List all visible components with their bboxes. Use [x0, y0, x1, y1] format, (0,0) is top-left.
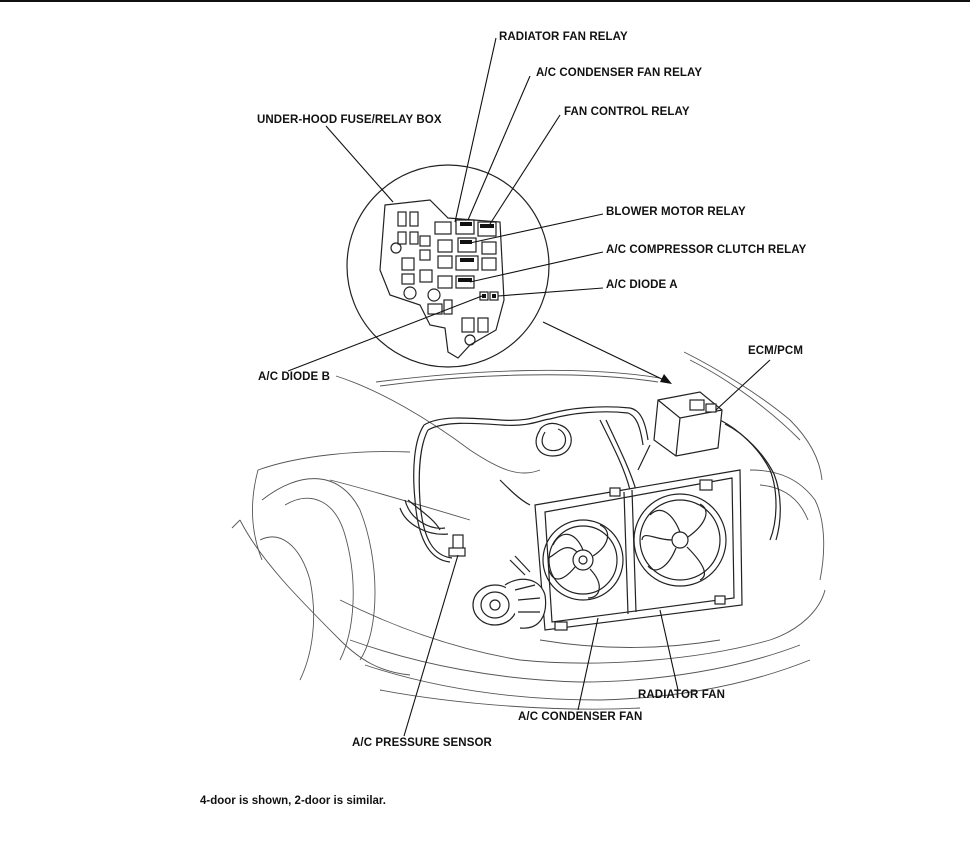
top-border: [0, 0, 970, 2]
ac-compressor: [472, 555, 547, 629]
hose: [399, 507, 449, 535]
fuse-box-magnifier: [346, 164, 550, 368]
label-ac-compressor-clutch-relay: A/C COMPRESSOR CLUTCH RELAY: [606, 244, 807, 256]
leader-lines: [287, 37, 771, 737]
label-under-hood-fuse-relay-box: UNDER-HOOD FUSE/RELAY BOX: [257, 114, 442, 126]
footnote: 4-door is shown, 2-door is similar.: [200, 795, 386, 807]
label-radiator-fan-relay: RADIATOR FAN RELAY: [499, 31, 628, 43]
hose: [404, 499, 446, 529]
label-ac-pressure-sensor: A/C PRESSURE SENSOR: [352, 737, 492, 749]
car-body-outline: [231, 351, 826, 710]
label-fan-control-relay: FAN CONTROL RELAY: [564, 106, 690, 118]
ac-pressure-sensor-part: [448, 534, 466, 557]
label-ecm-pcm: ECM/PCM: [748, 345, 804, 357]
wire-harness: [407, 406, 781, 563]
magnifier-arrow: [542, 321, 672, 384]
label-radiator-fan: RADIATOR FAN: [638, 689, 726, 701]
radiator-assembly: [534, 469, 743, 631]
label-ac-condenser-fan-relay: A/C CONDENSER FAN RELAY: [536, 67, 703, 79]
ecm-pcm-unit: [653, 391, 723, 457]
radiator-fan-relay-part: [434, 221, 452, 235]
label-ac-diode-a: A/C DIODE A: [606, 279, 678, 291]
label-blower-motor-relay: BLOWER MOTOR RELAY: [606, 206, 746, 218]
label-ac-condenser-fan: A/C CONDENSER FAN: [518, 711, 643, 723]
label-ac-diode-b: A/C DIODE B: [258, 371, 331, 383]
